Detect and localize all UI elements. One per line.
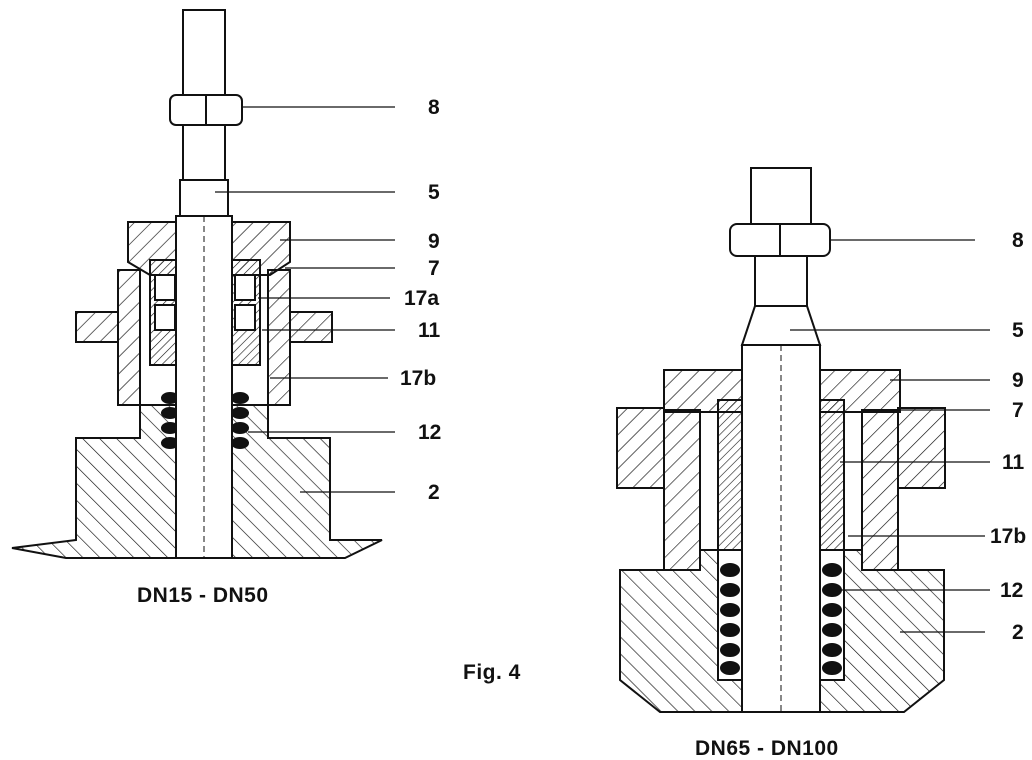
right-packing-left xyxy=(717,399,743,551)
right-flange-lug xyxy=(616,407,665,489)
right-valve-drawing xyxy=(616,167,946,713)
left-caption: DN15 - DN50 xyxy=(137,584,269,607)
left-bonnet xyxy=(117,269,141,406)
figure-label: Fig. 4 xyxy=(463,661,521,684)
right-callout-11: 11 xyxy=(1002,451,1025,474)
right-bonnet-left xyxy=(663,409,701,571)
left-callout-9: 9 xyxy=(428,230,440,253)
left-body xyxy=(11,404,184,559)
right-leader-lines xyxy=(790,239,990,633)
left-callout-11: 11 xyxy=(418,319,441,342)
left-callout-17b: 17b xyxy=(400,367,437,390)
right-spindle-top xyxy=(750,167,812,225)
right-callout-5: 5 xyxy=(1012,319,1024,342)
right-callout-17b: 17b xyxy=(990,525,1027,548)
left-leader-lines xyxy=(215,106,395,493)
left-callout-17a: 17a xyxy=(404,287,440,310)
left-callout-5: 5 xyxy=(428,181,440,204)
right-spindle xyxy=(754,255,808,307)
left-flange-lug xyxy=(75,311,119,343)
right-spring-right xyxy=(822,563,842,675)
left-callout-2: 2 xyxy=(428,481,440,504)
right-callout-2: 2 xyxy=(1012,621,1024,644)
right-callout-9: 9 xyxy=(1012,369,1024,392)
left-callout-8: 8 xyxy=(428,96,440,119)
left-valve-drawing xyxy=(11,9,383,559)
left-spindle xyxy=(182,124,226,181)
right-callout-7: 7 xyxy=(1012,399,1024,422)
left-callout-7: 7 xyxy=(428,257,440,280)
right-spring-left xyxy=(720,563,740,675)
left-spindle-top xyxy=(182,9,226,96)
right-callout-12: 12 xyxy=(1000,579,1024,602)
right-callout-8: 8 xyxy=(1012,229,1024,252)
right-body xyxy=(619,549,743,713)
right-packing-right xyxy=(819,399,845,551)
right-caption: DN65 - DN100 xyxy=(695,737,839,760)
right-bonnet-right xyxy=(861,409,899,571)
left-callout-12: 12 xyxy=(418,421,442,444)
